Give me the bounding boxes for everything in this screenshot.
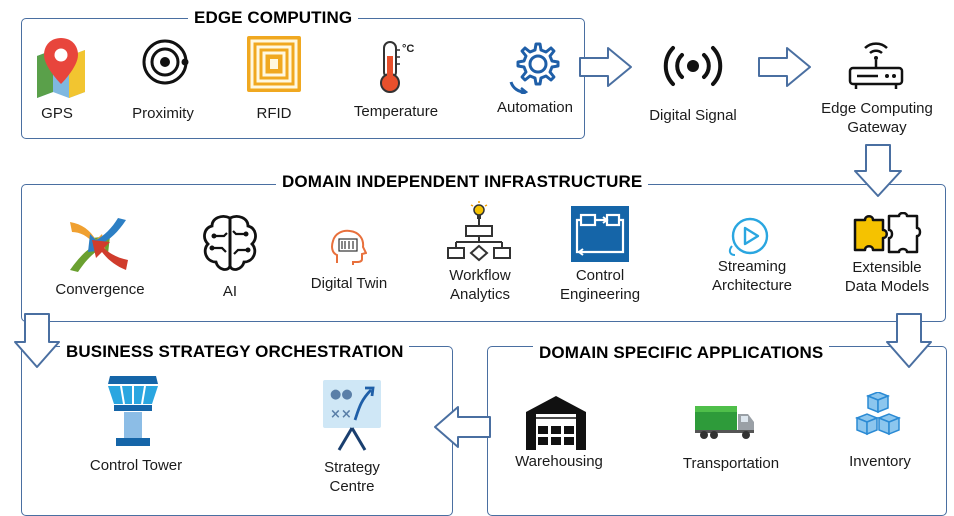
extensible-label-line2: Data Models xyxy=(844,278,930,295)
automation-label: Automation xyxy=(497,99,573,116)
digital-signal-label: Digital Signal xyxy=(649,107,737,124)
ai-label: AI xyxy=(222,283,238,300)
rfid-icon xyxy=(247,36,301,92)
svg-text:●●: ●● xyxy=(330,387,353,402)
warehouse-icon xyxy=(526,396,586,450)
location-pin-icon xyxy=(37,38,85,98)
control-engineering-label-line1: Control xyxy=(575,267,625,284)
streaming-play-icon xyxy=(728,217,769,256)
thermometer-icon xyxy=(380,41,400,93)
arrow-down-right xyxy=(886,313,932,368)
arrow-down-left xyxy=(14,313,60,368)
control-engineering-icon xyxy=(571,206,629,262)
convergence-label: Convergence xyxy=(55,281,145,298)
convergence-arrows-icon xyxy=(70,218,128,272)
workflow-label-line2: Analytics xyxy=(449,286,511,303)
inventory-label: Inventory xyxy=(849,453,911,470)
extensible-label-line1: Extensible xyxy=(852,259,922,276)
puzzle-icon xyxy=(853,212,922,254)
brain-circuit-icon xyxy=(203,215,257,271)
workflow-label-line1: Workflow xyxy=(449,267,511,284)
proximity-label: Proximity xyxy=(132,105,194,122)
business-title: BUSINESS STRATEGY ORCHESTRATION xyxy=(60,342,410,362)
arrow-down-gateway xyxy=(854,144,902,197)
arrow-right-1 xyxy=(579,47,632,87)
gateway-label-line1: Edge Computing xyxy=(821,100,933,117)
edge-computing-title: EDGE COMPUTING xyxy=(188,8,359,28)
svg-text:××: ×× xyxy=(330,407,352,422)
streaming-label-line1: Streaming xyxy=(717,258,787,275)
proximity-icon xyxy=(142,39,189,85)
strategy-board-icon: ●● ×× xyxy=(323,380,381,451)
truck-icon xyxy=(695,406,754,439)
strategy-centre-label-line2: Centre xyxy=(329,478,375,495)
arrow-right-2 xyxy=(758,47,811,87)
edge-computing-frame xyxy=(21,18,585,139)
router-icon xyxy=(848,42,904,89)
rfid-label: RFID xyxy=(256,105,292,122)
control-tower-icon xyxy=(108,376,158,446)
wireless-signal-icon xyxy=(663,46,723,86)
gateway-label-line2: Gateway xyxy=(847,119,907,136)
digital-twin-label: Digital Twin xyxy=(310,275,388,292)
workflow-icon xyxy=(447,201,511,262)
streaming-label-line2: Architecture xyxy=(711,277,793,294)
control-tower-label: Control Tower xyxy=(89,457,183,474)
arrow-left xyxy=(434,406,491,448)
control-engineering-label-line2: Engineering xyxy=(559,286,641,303)
automation-gear-icon xyxy=(509,42,560,94)
strategy-centre-label-line1: Strategy xyxy=(324,459,380,476)
gps-label: GPS xyxy=(41,105,73,122)
warehousing-label: Warehousing xyxy=(515,453,603,470)
boxes-icon xyxy=(854,392,902,436)
domain-specific-title: DOMAIN SPECIFIC APPLICATIONS xyxy=(533,343,830,363)
infrastructure-title: DOMAIN INDEPENDENT INFRASTRUCTURE xyxy=(276,172,649,192)
transportation-label: Transportation xyxy=(682,455,780,472)
temperature-label: Temperature xyxy=(353,103,439,120)
temperature-unit: °C xyxy=(402,43,415,55)
digital-twin-head-icon xyxy=(331,229,367,265)
